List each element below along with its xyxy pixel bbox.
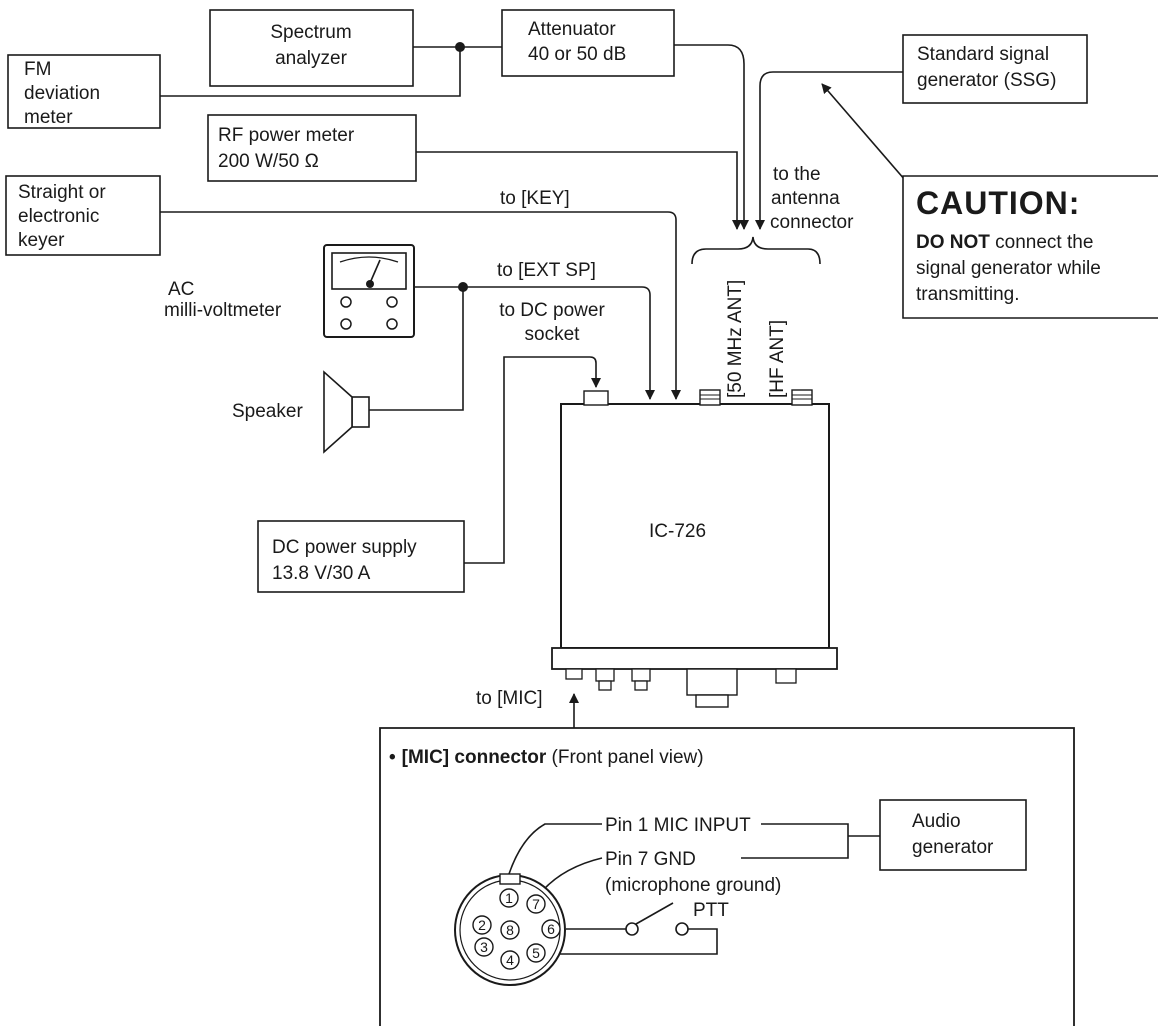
ant-hf-label: [HF ANT]	[767, 320, 788, 398]
spectrum-analyzer-box: Spectrum analyzer	[209, 9, 414, 87]
audio-generator-label-1: Audio	[912, 811, 961, 832]
to-key-label: to [KEY]	[500, 188, 570, 209]
ptt-label: PTT	[693, 900, 729, 921]
ssg-label-2: generator (SSG)	[917, 70, 1056, 91]
svg-text:3: 3	[480, 939, 488, 955]
rf-power-meter-box: RF power meter 200 W/50 Ω	[207, 114, 417, 182]
mic-connector-panel: •[MIC] connector (Front panel view) Audi…	[379, 727, 1075, 1026]
to-dc-socket-label-1: to DC power	[499, 300, 605, 321]
ssg-box: Standard signal generator (SSG)	[902, 34, 1088, 104]
audio-generator-label-2: generator	[912, 837, 994, 858]
pin-5: 5	[526, 943, 546, 963]
mic-heading: •[MIC] connector (Front panel view)	[389, 747, 704, 768]
speaker-label: Speaker	[232, 401, 303, 422]
spectrum-analyzer-label-1: Spectrum	[270, 22, 351, 43]
caution-line-2: signal generator while	[916, 258, 1101, 279]
fm-deviation-label-3: meter	[24, 107, 73, 128]
attenuator-label-2: 40 or 50 dB	[528, 44, 626, 65]
to-dc-socket-label-2: socket	[525, 324, 581, 345]
transceiver-label: IC-726	[649, 521, 706, 542]
svg-text:1: 1	[505, 890, 513, 906]
svg-text:6: 6	[547, 921, 555, 937]
ac-millivoltmeter-icon	[323, 244, 415, 338]
ant-50mhz-label: [50 MHz ANT]	[725, 280, 746, 398]
rf-power-label-1: RF power meter	[218, 125, 355, 146]
pin-8: 8	[500, 920, 520, 940]
caution-title: CAUTION:	[916, 185, 1080, 221]
keyer-label-1: Straight or	[18, 182, 106, 203]
fm-deviation-meter-box: FM deviation meter	[7, 54, 161, 129]
svg-text:7: 7	[532, 896, 540, 912]
dc-power-supply-box: DC power supply 13.8 V/30 A	[257, 520, 465, 593]
caution-box: CAUTION: DO NOT connect the signal gener…	[902, 175, 1158, 319]
pin-7: 7	[526, 894, 546, 914]
to-antenna-label-1: to the	[773, 164, 821, 185]
ac-millivoltmeter-label-1: AC	[168, 279, 194, 300]
caution-line-1: DO NOT connect the	[916, 232, 1093, 253]
pin7-note: (microphone ground)	[605, 875, 781, 896]
pin1-label: Pin 1 MIC INPUT	[605, 815, 751, 836]
attenuator-box: Attenuator 40 or 50 dB	[501, 9, 675, 77]
pin-3: 3	[474, 937, 494, 957]
caution-line-3: transmitting.	[916, 284, 1019, 305]
connection-wires	[160, 42, 906, 728]
keyer-label-2: electronic	[18, 206, 99, 227]
dc-power-label-1: DC power supply	[272, 537, 417, 558]
audio-generator-box	[879, 799, 1027, 871]
rf-power-label-2: 200 W/50 Ω	[218, 151, 319, 172]
speaker-icon	[323, 370, 370, 454]
svg-text:5: 5	[532, 945, 540, 961]
keyer-box: Straight or electronic keyer	[5, 175, 161, 256]
pin-6: 6	[541, 919, 561, 939]
fm-deviation-label-1: FM	[24, 59, 51, 80]
to-mic-label: to [MIC]	[476, 688, 543, 709]
to-antenna-label-2: antenna	[771, 188, 840, 209]
dc-power-label-2: 13.8 V/30 A	[272, 563, 371, 584]
svg-text:2: 2	[478, 917, 486, 933]
ic726-transceiver: IC-726	[551, 389, 838, 708]
pin-4: 4	[500, 950, 520, 970]
fm-deviation-label-2: deviation	[24, 83, 100, 104]
pin-1: 1	[499, 888, 519, 908]
pin7-label: Pin 7 GND	[605, 849, 696, 870]
ac-millivoltmeter-label-2: milli-voltmeter	[164, 300, 282, 321]
ssg-label-1: Standard signal	[917, 44, 1049, 65]
spectrum-analyzer-label-2: analyzer	[275, 48, 347, 69]
pin-2: 2	[472, 915, 492, 935]
to-antenna-label-3: connector	[770, 212, 854, 233]
svg-text:8: 8	[506, 922, 514, 938]
to-ext-sp-label: to [EXT SP]	[497, 260, 596, 281]
attenuator-label-1: Attenuator	[528, 19, 616, 40]
svg-text:4: 4	[506, 952, 514, 968]
keyer-label-3: keyer	[18, 230, 65, 251]
